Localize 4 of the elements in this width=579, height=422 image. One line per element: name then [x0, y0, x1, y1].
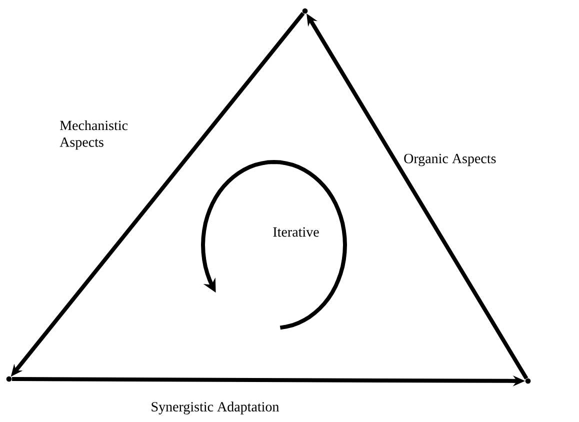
cycle-label: Iterative	[273, 227, 319, 237]
edge-label: Mechanistic Aspects	[60, 120, 128, 150]
edge-label: Organic Aspects	[404, 154, 496, 166]
edge-label: Synergistic Adaptation	[152, 402, 279, 414]
